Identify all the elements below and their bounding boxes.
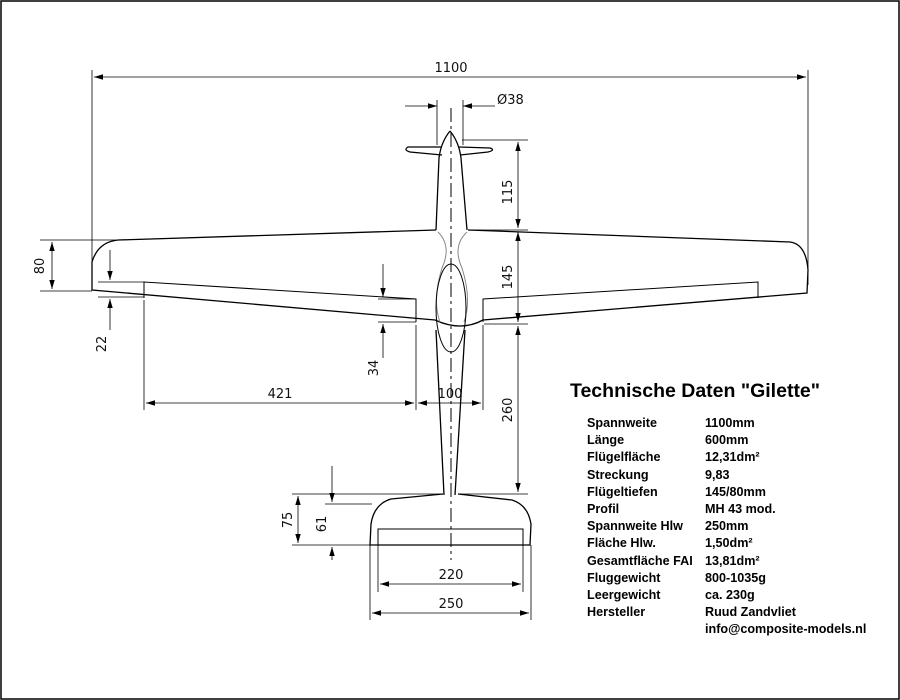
spec-row: Hersteller Ruud Zandvliet bbox=[570, 604, 890, 621]
spec-label: Fläche Hlw. bbox=[587, 536, 656, 551]
spec-row: Spannweite 1100mm bbox=[570, 415, 890, 432]
tail-tip-chord-dimension: 61 bbox=[315, 516, 330, 533]
canopy-right bbox=[457, 231, 468, 323]
spec-value: 1,50dm² bbox=[705, 536, 753, 551]
left-aileron-hinge bbox=[143, 281, 417, 322]
spec-row: Länge 600mm bbox=[570, 432, 890, 449]
wing-outline bbox=[91, 229, 809, 327]
spec-label: Hersteller bbox=[587, 605, 646, 620]
fuselage-front bbox=[435, 130, 451, 231]
spec-row: Streckung 9,83 bbox=[570, 467, 890, 484]
spec-row: Fläche Hlw. 1,50dm² bbox=[570, 535, 890, 552]
fuselage-rear bbox=[435, 329, 466, 496]
nose-length-dimension: 115 bbox=[501, 180, 516, 205]
spec-row: Flügelfläche 12,31dm² bbox=[570, 449, 890, 466]
spec-row: info@composite-models.nl bbox=[570, 621, 890, 638]
propeller bbox=[405, 146, 494, 156]
spec-value: ca. 230g bbox=[705, 587, 755, 602]
tip-chord-dimension: 80 bbox=[33, 258, 48, 275]
spec-row: Fluggewicht 800-1035g bbox=[570, 570, 890, 587]
tail-span-dimension: 250 bbox=[439, 597, 464, 612]
spec-value: 600mm bbox=[705, 433, 749, 448]
flap-depth-dimension: 34 bbox=[367, 360, 382, 377]
spec-label: Leergewicht bbox=[587, 587, 661, 602]
fuselage-front-right bbox=[449, 130, 468, 231]
spec-label: Flügeltiefen bbox=[587, 484, 658, 499]
fuselage-width-dimension: 100 bbox=[438, 387, 463, 402]
spec-row: Leergewicht ca. 230g bbox=[570, 587, 890, 604]
spec-value: Ruud Zandvliet bbox=[705, 605, 796, 620]
tail-inner-span-dimension: 220 bbox=[439, 568, 464, 583]
spec-value: MH 43 mod. bbox=[705, 501, 776, 516]
spec-row: Spannweite Hlw 250mm bbox=[570, 518, 890, 535]
spec-value: 145/80mm bbox=[705, 484, 766, 499]
technical-data-panel: Technische Daten "Gilette" Spannweite 110… bbox=[570, 380, 890, 638]
spec-value: 13,81dm² bbox=[705, 553, 760, 568]
technical-data-title: Technische Daten "Gilette" bbox=[570, 380, 821, 402]
tail-root-chord-dimension: 75 bbox=[281, 512, 296, 529]
spec-value: 9,83 bbox=[705, 467, 730, 482]
tail-distance-dimension: 260 bbox=[501, 398, 516, 423]
right-aileron-hinge bbox=[482, 281, 759, 322]
spec-label: Flügelfläche bbox=[587, 450, 661, 465]
spinner-diameter-dimension: Ø38 bbox=[497, 93, 524, 108]
spec-label: Spannweite bbox=[587, 416, 657, 430]
spec-label: Fluggewicht bbox=[587, 570, 661, 585]
root-chord-dimension: 145 bbox=[501, 265, 516, 290]
spec-value: 800-1035g bbox=[705, 570, 766, 585]
canopy bbox=[436, 231, 447, 323]
spec-label: Länge bbox=[587, 433, 625, 448]
aileron-length-dimension: 421 bbox=[268, 387, 293, 402]
spec-value: 12,31dm² bbox=[705, 450, 760, 465]
spec-value: 250mm bbox=[705, 519, 749, 534]
span-dimension: 1100 bbox=[434, 61, 467, 76]
spec-label: Profil bbox=[587, 501, 620, 516]
spec-value: 1100mm bbox=[705, 416, 755, 430]
spec-row: Flügeltiefen 145/80mm bbox=[570, 484, 890, 501]
spec-label: Gesamtfläche FAI bbox=[587, 553, 693, 568]
spec-label: Streckung bbox=[587, 467, 649, 482]
spec-value: info@composite-models.nl bbox=[705, 622, 867, 637]
spec-row: Profil MH 43 mod. bbox=[570, 501, 890, 518]
spec-label bbox=[570, 621, 705, 638]
spec-row: Gesamtfläche FAI 13,81dm² bbox=[570, 553, 890, 570]
spec-label: Spannweite Hlw bbox=[587, 519, 683, 534]
aileron-depth-dimension: 22 bbox=[95, 336, 110, 353]
